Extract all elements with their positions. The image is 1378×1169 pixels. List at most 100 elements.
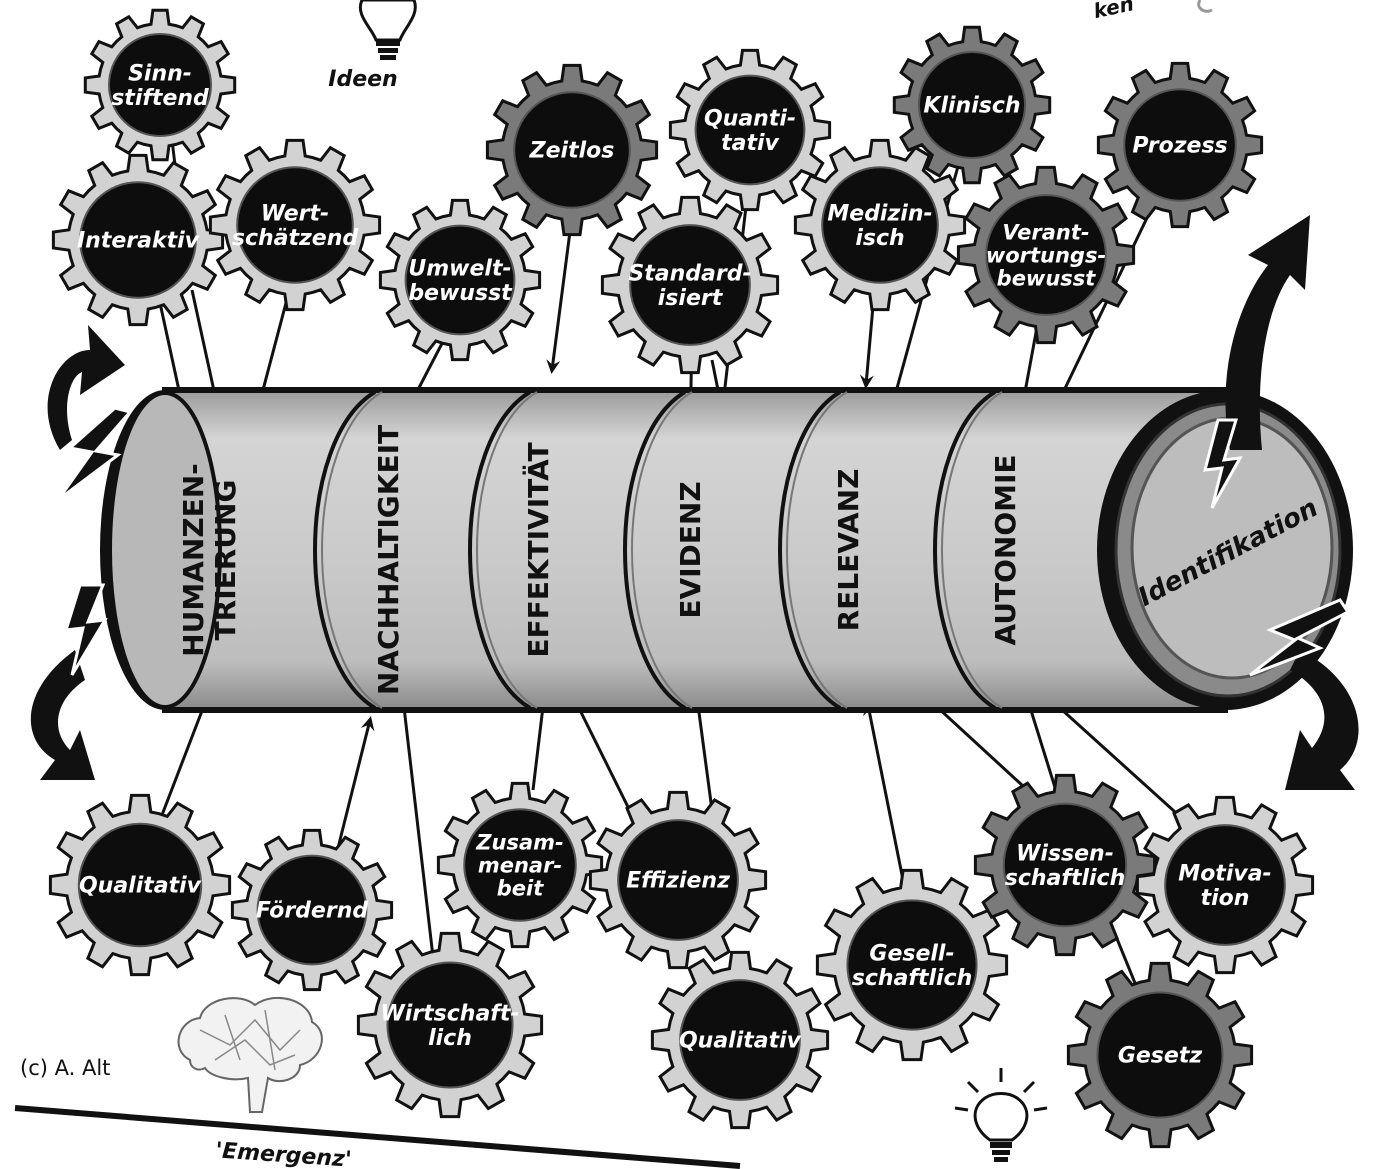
curved-arrow-top-right — [1225, 215, 1310, 450]
gear: Wirtschaft-lich — [356, 931, 544, 1119]
band-labels: HUMANZEN-TRIERUNG NACHHALTIGKEIT EFFEKTIVI… — [177, 425, 1022, 695]
gear-label: Gesell-schaftlich — [852, 942, 973, 991]
gear-label: Motiva-tion — [1178, 862, 1271, 911]
gear-label: Wissen-schaftlich — [1005, 842, 1126, 891]
gear-label: Quanti-tativ — [704, 107, 796, 156]
lightning-bolts — [56, 406, 1351, 677]
gear: Prozess — [1096, 61, 1264, 229]
band-divider-shadow — [631, 391, 693, 709]
gear: Motiva-tion — [1135, 795, 1315, 975]
band-divider-shadow — [941, 391, 1003, 709]
band-label: HUMANZEN-TRIERUNG — [177, 463, 242, 657]
gear-label: Gesetz — [1118, 1044, 1203, 1069]
gear-label: Prozess — [1132, 134, 1227, 159]
gear-label: Zeitlos — [529, 139, 615, 164]
brain-icon — [177, 996, 323, 1113]
gear: Wissen-schaftlich — [973, 773, 1157, 957]
gear: Medizin-isch — [793, 138, 967, 312]
gear-core — [256, 854, 368, 966]
gear-core — [679, 979, 801, 1101]
band-divider — [933, 390, 997, 710]
gear: Quanti-tativ — [668, 48, 832, 212]
gear-core — [463, 808, 577, 922]
gear-core — [513, 91, 631, 209]
gear-core — [1002, 802, 1128, 928]
connector-arrow — [1037, 687, 1197, 832]
gear: Gesell-schaftlich — [815, 868, 1009, 1062]
connector-arrow — [396, 686, 440, 1001]
ideas-label: Ideen — [328, 67, 397, 92]
lightbulb-icon — [358, 0, 417, 60]
band-divider — [778, 390, 842, 710]
band-divider — [313, 390, 377, 710]
gear-label: Effizienz — [626, 869, 730, 894]
band-label: NACHHALTIGKEIT — [372, 425, 405, 695]
band-divider — [468, 390, 532, 710]
band-label: EFFEKTIVITÄT — [521, 442, 555, 657]
cylinder-left-face — [108, 391, 222, 709]
partial-label-top-right: ken — [1091, 0, 1135, 23]
connector-arrow — [863, 701, 907, 891]
gear-core — [985, 194, 1107, 316]
gear: Fördernd — [230, 828, 394, 992]
band-divider-shadow — [786, 391, 848, 709]
gear-core — [1096, 991, 1224, 1119]
gear-core — [1164, 824, 1286, 946]
band-divider-shadow — [321, 391, 383, 709]
gear: Zusam-menar-beit — [436, 781, 604, 949]
lightning-bolt-icon — [1249, 598, 1351, 677]
gear-core — [79, 181, 197, 299]
gear: Qualitativ — [48, 793, 232, 977]
gear-core — [386, 961, 514, 1089]
gear: Gesetz — [1066, 961, 1254, 1149]
gear: Interaktiv — [51, 153, 225, 327]
gear-core — [77, 822, 203, 948]
curved-arrow-top-left — [47, 325, 125, 450]
band-label: EVIDENZ — [674, 481, 707, 618]
gear-label: Qualitativ — [679, 1029, 802, 1054]
band-dividers — [313, 390, 1003, 710]
partial-icon-top-right — [1197, 0, 1213, 13]
gear-label: Interaktiv — [77, 229, 200, 254]
gear-label: Klinisch — [923, 94, 1020, 119]
gear-core — [404, 224, 516, 336]
lightning-bolt-icon — [1202, 418, 1243, 509]
emergence-baseline — [14, 1105, 741, 1169]
gear-label: Sinn-stiftend — [111, 62, 209, 111]
gear-label: Umwelt-bewusst — [408, 257, 513, 306]
gear-label: Verant-wortungs-bewusst — [986, 220, 1106, 290]
gear: Zeitlos — [485, 63, 659, 237]
gear: Klinisch — [892, 25, 1052, 185]
emergence-label: 'Emergenz' — [215, 1138, 353, 1169]
gear: Standard-isiert — [600, 195, 780, 375]
gear: Umwelt-bewusst — [378, 198, 542, 362]
gear-core — [917, 50, 1027, 160]
gear-label: Wert-schätzend — [232, 202, 359, 251]
gear-core — [846, 899, 978, 1031]
gear-label: Standard-isiert — [628, 262, 751, 311]
band-label: AUTONOMIE — [989, 454, 1022, 645]
lightning-bolt-icon — [56, 406, 133, 502]
gear: Sinn-stiftend — [83, 8, 237, 162]
gear-label: Wirtschaft-lich — [380, 1002, 519, 1051]
gear: Verant-wortungs-bewusst — [956, 165, 1136, 345]
curved-arrow-bottom-left — [30, 650, 96, 780]
gear-core — [108, 33, 212, 137]
lightbulb-bottom-icon — [954, 1068, 1048, 1162]
gear-core — [821, 166, 939, 284]
gear-label: Zusam-menar-beit — [475, 830, 563, 900]
band-label: RELEVANZ — [832, 469, 865, 632]
gear-core — [694, 74, 806, 186]
gear-core — [617, 819, 739, 941]
band-divider-shadow — [476, 391, 538, 709]
gear: Qualitativ — [650, 950, 830, 1130]
cylinder: HUMANZEN-TRIERUNG NACHHALTIGKEIT EFFEKTIVI… — [100, 387, 1353, 713]
gear: Wert-schätzend — [208, 138, 382, 312]
band-divider — [623, 390, 687, 710]
gear-label: Fördernd — [256, 899, 368, 924]
curved-arrow-bottom-right — [1285, 650, 1359, 790]
copyright-label: (c) A. Alt — [20, 1056, 110, 1080]
curved-arrows — [30, 215, 1359, 790]
